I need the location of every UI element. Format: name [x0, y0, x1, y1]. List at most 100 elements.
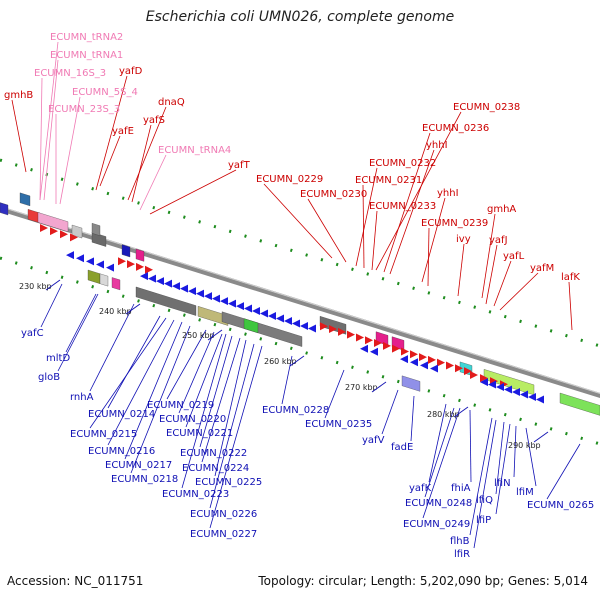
label-leader-line — [469, 417, 493, 536]
gene-label: ECUMN_0216 — [88, 446, 155, 457]
gene-feature-block — [91, 232, 107, 247]
label-leader-line — [89, 317, 167, 429]
gene-arrow — [96, 260, 104, 269]
gene-arrow — [180, 284, 188, 293]
backbone — [0, 205, 600, 399]
gene-label: ECUMN_16S_3 — [34, 68, 106, 79]
gene-label: yafM — [530, 263, 554, 274]
label-leader-line — [568, 281, 573, 331]
label-leader-line — [201, 337, 241, 463]
gene-label: mltD — [46, 353, 70, 364]
gene-arrow — [244, 304, 252, 313]
label-leader-line — [428, 403, 447, 483]
gene-arrow — [536, 395, 544, 404]
gene-feature-block — [221, 311, 303, 347]
gene-arrow — [50, 227, 58, 236]
label-leader-line — [421, 197, 446, 283]
gene-label: fadE — [391, 442, 413, 453]
gene-label: ECUMN_23S_3 — [48, 104, 120, 115]
gene-label: ECUMN_0239 — [421, 218, 488, 229]
gene-feature-block — [135, 286, 197, 316]
feature-track — [0, 192, 600, 416]
gene-label: ECUMN_0222 — [180, 448, 247, 459]
gene-arrow — [374, 339, 382, 348]
tick-label: 240 kbp — [99, 307, 132, 316]
gene-feature-block — [91, 223, 101, 236]
gene-arrow — [464, 367, 472, 376]
gene-label: ECUMN_0236 — [422, 123, 489, 134]
gene-arrow — [360, 344, 368, 353]
gene-label: ECUMN_0233 — [369, 201, 436, 212]
gene-arrow — [40, 224, 48, 233]
gene-arrow — [148, 274, 156, 283]
label-leader-line — [362, 184, 365, 269]
label-leader-line — [495, 423, 511, 515]
gene-label: ECUMN_0235 — [305, 419, 372, 430]
label-leader-line — [40, 283, 63, 328]
tick-connector — [45, 279, 61, 291]
label-leader-line — [281, 355, 293, 405]
gene-arrow — [212, 294, 220, 303]
label-leader-line — [485, 244, 498, 305]
label-leader-line — [263, 183, 333, 259]
label-leader-line — [185, 333, 223, 428]
label-leader-line — [389, 149, 435, 275]
label-leader-line — [166, 329, 207, 400]
label-leader-line — [410, 395, 415, 442]
gene-label: ECUMN_0223 — [162, 489, 229, 500]
gene-label: ivy — [456, 234, 471, 245]
label-leader-line — [383, 132, 431, 273]
label-leader-line — [39, 77, 43, 201]
gene-label: ECUMN_0248 — [405, 498, 472, 509]
gene-arrow — [156, 277, 164, 286]
gene-label: ECUMN_tRNA2 — [50, 32, 123, 43]
label-leader-line — [130, 325, 191, 474]
label-leader-line — [427, 227, 430, 287]
gene-arrow — [220, 297, 228, 306]
gene-feature-block — [37, 212, 69, 232]
gene-label: ECUMN_0229 — [256, 174, 323, 185]
gene-arrow — [320, 322, 328, 331]
gene-label: lfiM — [516, 487, 534, 498]
gene-label: ECUMN_0225 — [195, 477, 262, 488]
gene-arrow — [60, 230, 68, 239]
gene-label: lfiN — [494, 478, 511, 489]
gene-arrow — [329, 325, 337, 334]
gene-feature-block — [99, 273, 109, 287]
gene-feature-block — [0, 202, 9, 216]
gene-arrow — [284, 317, 292, 326]
gene-arrow — [383, 341, 391, 350]
gene-label: yafC — [21, 328, 44, 339]
tick-connector — [125, 303, 141, 315]
label-leader-line — [546, 443, 581, 500]
gene-arrow — [276, 314, 284, 323]
gene-arrow — [140, 272, 148, 281]
gene-arrow — [420, 361, 428, 370]
label-leader-line — [375, 111, 462, 271]
label-leader-line — [107, 319, 175, 446]
tick-connector — [371, 381, 387, 393]
gene-label: ECUMN_0221 — [166, 428, 233, 439]
gene-arrow — [188, 287, 196, 296]
gene-arrow — [145, 265, 153, 274]
gene-arrow — [164, 279, 172, 288]
label-leader-line — [495, 421, 505, 495]
gene-arrow — [400, 355, 408, 364]
gene-arrow — [196, 289, 204, 298]
gene-label: flhB — [450, 536, 470, 547]
gene-arrow — [308, 324, 316, 333]
gene-feature-block — [135, 248, 145, 262]
gene-label: yafS — [143, 115, 165, 126]
tick-label: 270 kbp — [345, 383, 378, 392]
tick-connector — [289, 355, 305, 367]
gene-arrow — [410, 358, 418, 367]
gene-arrow — [428, 355, 436, 364]
gene-label: lfiP — [476, 515, 491, 526]
gene-label: ECUMN_0214 — [88, 409, 155, 420]
gene-arrow — [172, 282, 180, 291]
gene-label: fhiA — [451, 483, 471, 494]
label-leader-line — [513, 425, 517, 478]
tick-label: 290 kbp — [508, 441, 541, 450]
gene-arrow — [66, 251, 74, 260]
